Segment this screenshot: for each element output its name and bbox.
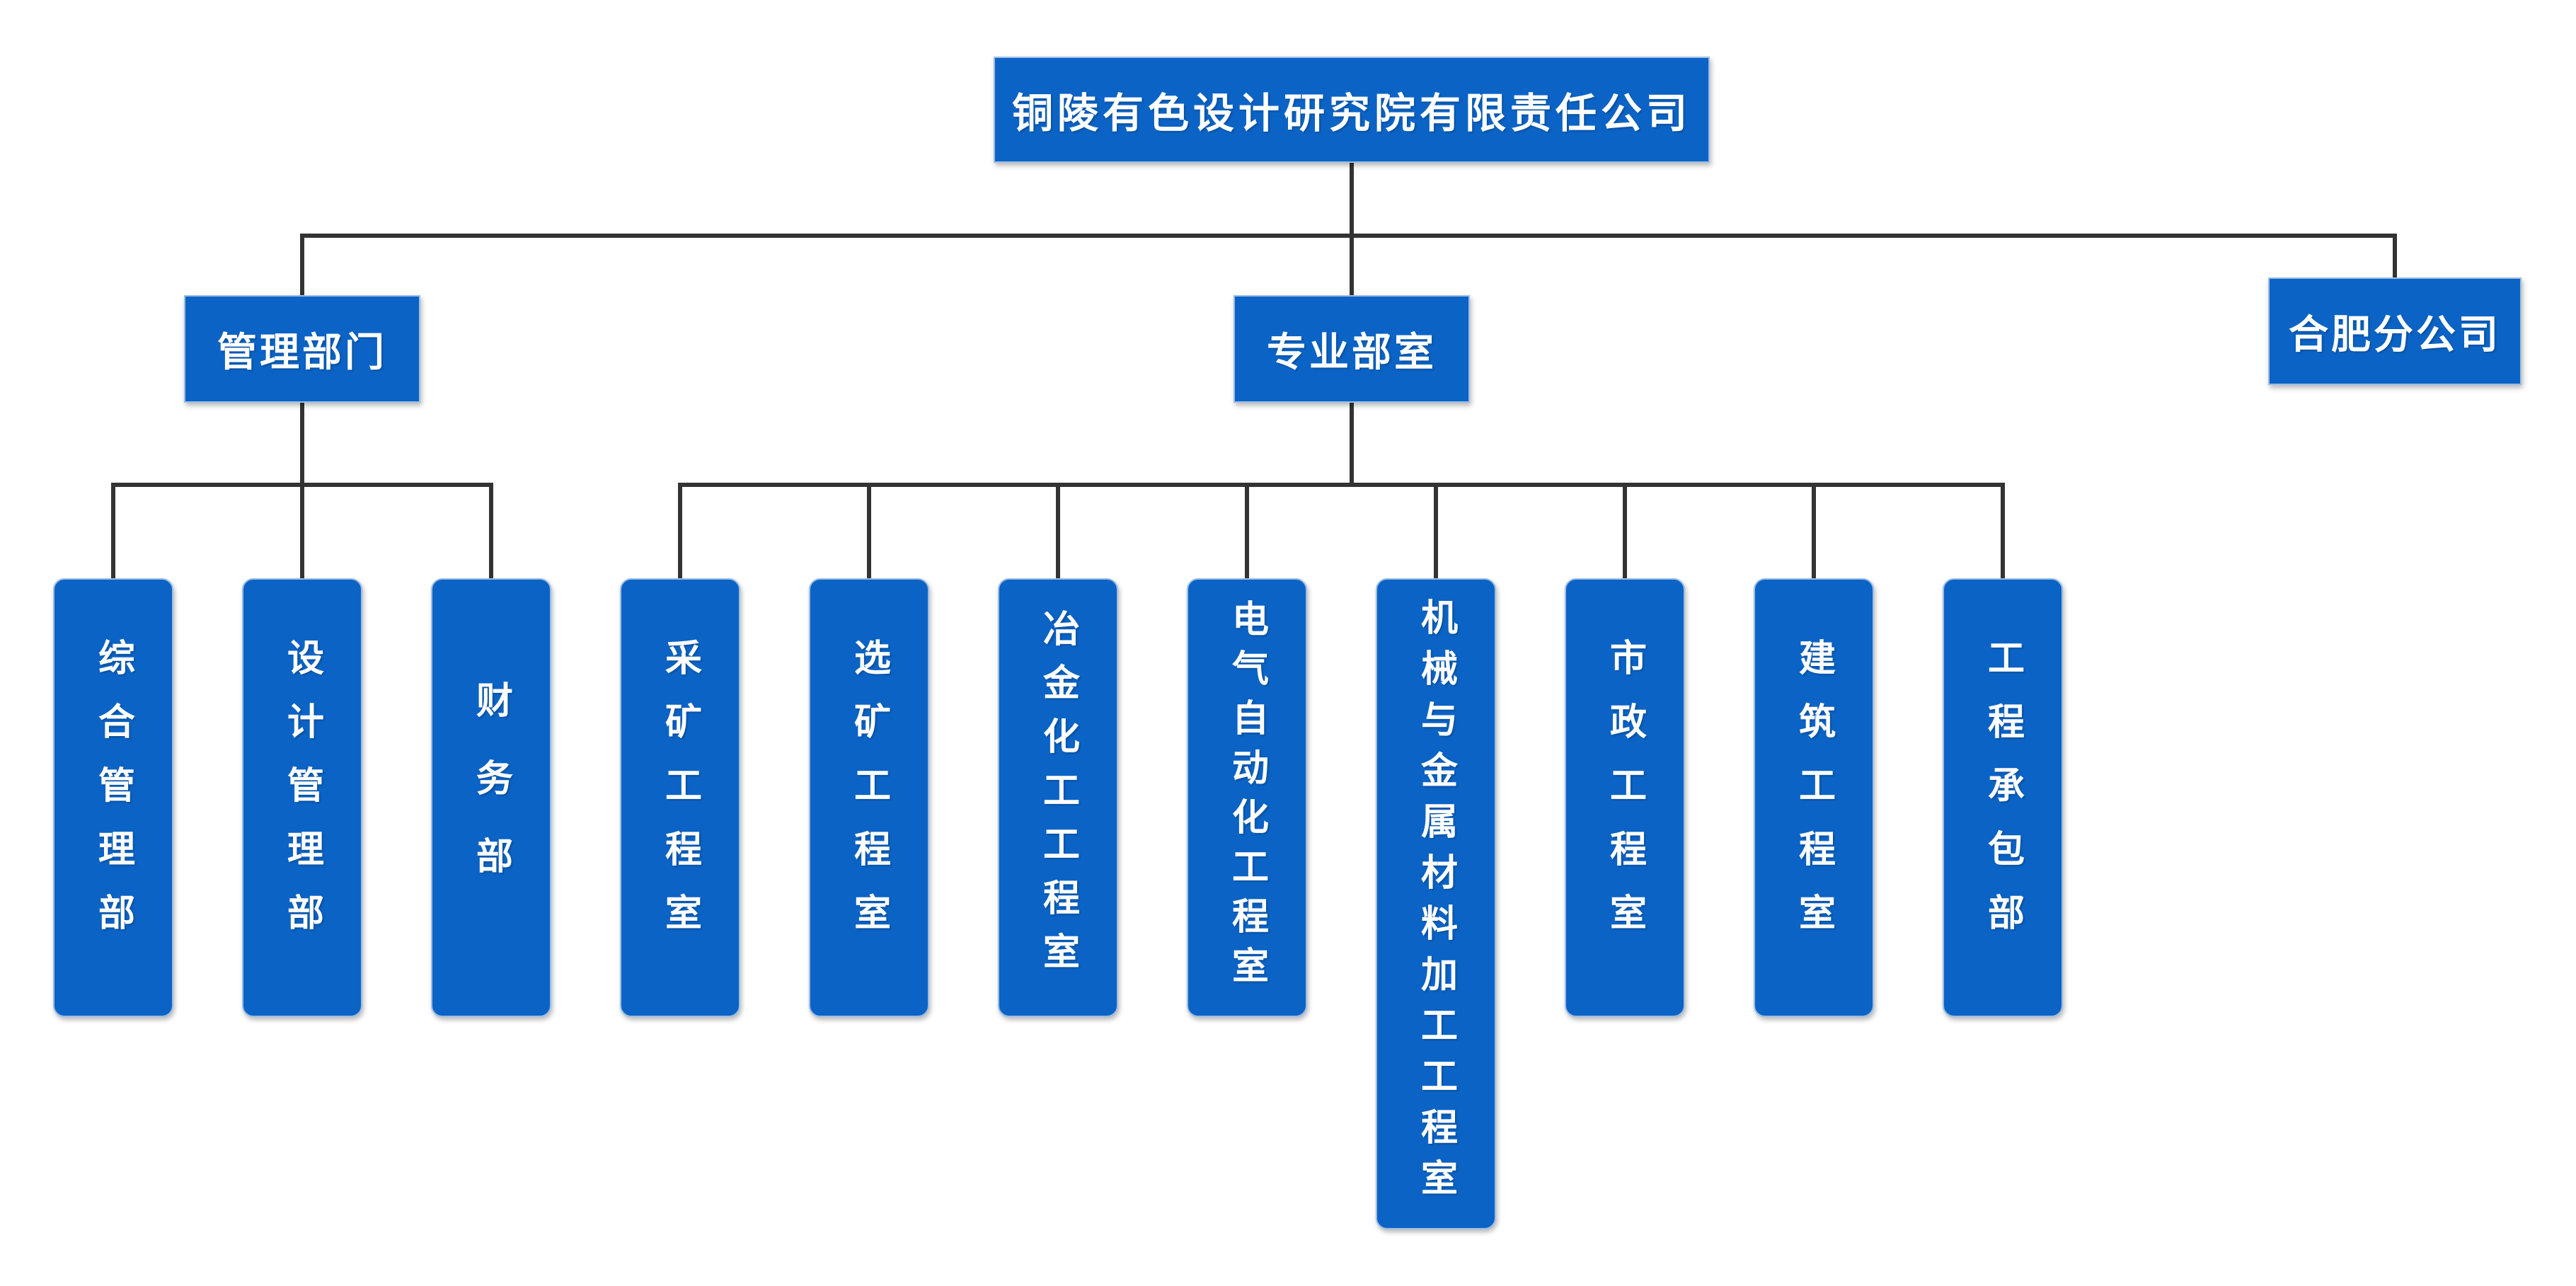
- org-node-professional: 专业部室: [1234, 295, 1470, 403]
- org-node-root: 铜陵有色设计研究院有限责任公司: [994, 57, 1710, 163]
- org-node-hefei-branch: 合肥分公司: [2268, 277, 2522, 385]
- org-node-label: 建筑工程室: [1792, 638, 1835, 957]
- connector-drop-finance: [489, 483, 493, 578]
- org-node-design-management-dept: 设计管理部: [242, 578, 362, 1017]
- org-node-label: 合肥分公司: [2289, 311, 2501, 358]
- org-node-project-contracting: 工程承包部: [1943, 578, 2063, 1017]
- org-node-label: 专业部室: [1267, 329, 1437, 376]
- connector-drop-mineral-processing: [867, 483, 871, 578]
- org-node-label: 工程承包部: [1981, 638, 2024, 957]
- connector-drop-construction: [1812, 483, 1816, 578]
- org-node-label: 冶金化工工程室: [1036, 609, 1079, 986]
- org-node-management: 管理部门: [184, 295, 420, 403]
- connector-professional-vertical: [1350, 403, 1354, 487]
- connector-root-vertical: [1350, 163, 1354, 295]
- connector-management-horizontal: [113, 483, 491, 487]
- org-node-label: 选矿工程室: [847, 638, 890, 957]
- org-node-machinery-metal-materials: 机械与金属材料加工工程室: [1376, 578, 1496, 1229]
- org-node-metallurgy-chemical: 冶金化工工程室: [998, 578, 1118, 1017]
- org-node-mining-engineering: 采矿工程室: [620, 578, 740, 1017]
- org-node-general-management-dept: 综合管理部: [53, 578, 173, 1017]
- connector-drop-metallurgy-chemical: [1056, 483, 1060, 578]
- org-node-construction-engineering: 建筑工程室: [1754, 578, 1874, 1017]
- org-node-finance-dept: 财务部: [431, 578, 551, 1017]
- org-node-label: 市政工程室: [1603, 638, 1646, 957]
- connector-drop-electrical: [1245, 483, 1249, 578]
- org-node-label: 设计管理部: [280, 638, 323, 957]
- org-node-root-label: 铜陵有色设计研究院有限责任公司: [1011, 89, 1691, 137]
- connector-level1-horizontal: [302, 234, 2395, 238]
- connector-drop-mining: [678, 483, 682, 578]
- org-node-label: 电气自动化工程室: [1225, 599, 1268, 996]
- connector-drop-machinery: [1434, 483, 1438, 578]
- connector-drop-contracting: [2001, 483, 2005, 578]
- connector-drop-management: [300, 234, 304, 295]
- org-node-label: 管理部门: [217, 329, 387, 376]
- connector-drop-hefei-branch: [2393, 234, 2397, 277]
- connector-management-vertical: [300, 403, 304, 578]
- org-node-electrical-automation: 电气自动化工程室: [1187, 578, 1307, 1017]
- connector-professional-horizontal: [680, 483, 2003, 487]
- org-node-label: 综合管理部: [91, 638, 134, 957]
- org-node-municipal-engineering: 市政工程室: [1565, 578, 1685, 1017]
- org-node-label: 财务部: [469, 681, 512, 914]
- org-node-label: 采矿工程室: [658, 638, 701, 957]
- connector-drop-municipal: [1623, 483, 1627, 578]
- org-node-mineral-processing: 选矿工程室: [809, 578, 929, 1017]
- org-node-label: 机械与金属材料加工工程室: [1414, 598, 1457, 1210]
- connector-drop-general-management: [111, 483, 115, 578]
